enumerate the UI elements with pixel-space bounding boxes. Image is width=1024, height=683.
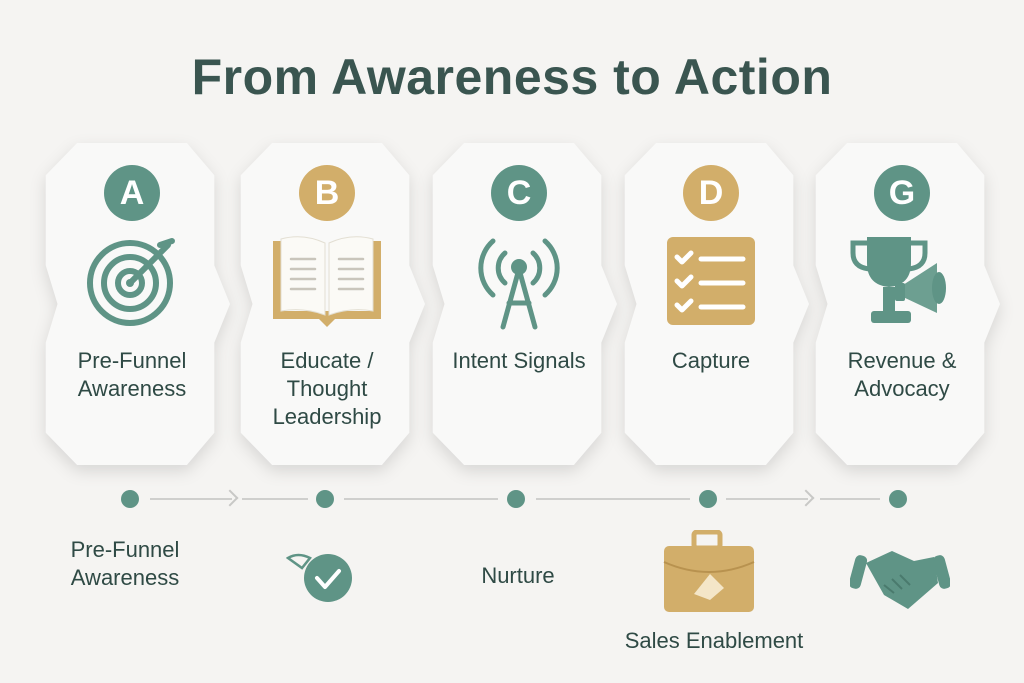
timeline-dot (507, 490, 525, 508)
stage-label: Educate / Thought Leadership (272, 348, 382, 429)
page-title: From Awareness to Action (191, 49, 833, 105)
checkmark-badge-icon (286, 553, 352, 602)
timeline-dot (121, 490, 139, 508)
timeline-connector (820, 498, 880, 500)
stage-label: Pre-Funnel Awareness (77, 348, 187, 401)
timeline-dot (889, 490, 907, 508)
timeline-connector (150, 498, 232, 500)
target-icon (87, 238, 175, 326)
stage-card-d: D Capture (613, 143, 809, 465)
stage-badge: G (874, 165, 930, 221)
timeline-dot (699, 490, 717, 508)
open-book-icon (273, 236, 381, 327)
briefcase-handshake-icon (663, 530, 755, 612)
handshake-icon (850, 551, 950, 609)
timeline-connector (242, 498, 308, 500)
checklist-icon (667, 237, 755, 325)
stage-badge: C (491, 165, 547, 221)
timeline-connector (536, 498, 690, 500)
stage-badge: D (683, 165, 739, 221)
stage-label: Intent Signals (452, 348, 586, 373)
stage-card-a: A Pre-Funnel Awareness (34, 143, 230, 465)
stage-label: Capture (671, 348, 751, 373)
stage-badge: A (104, 165, 160, 221)
timeline-connector (726, 498, 808, 500)
arrow-right-icon (221, 489, 239, 507)
timeline-label: Sales Enablement (624, 628, 804, 653)
stage-card-c: C Intent Signals (421, 143, 617, 465)
trophy-megaphone-icon (850, 237, 946, 323)
timeline-label: Nurture (481, 563, 555, 588)
stage-badge: B (299, 165, 355, 221)
signal-tower-icon (478, 238, 560, 330)
stage-card-b: B Educate / Thought Leadership (229, 143, 425, 465)
timeline-dot (316, 490, 334, 508)
arrow-right-icon (797, 489, 815, 507)
stage-label: Revenue & Advocacy (847, 348, 957, 401)
timeline-connector (344, 498, 498, 500)
timeline-label: Pre-Funnel Awareness (70, 537, 180, 590)
stage-card-g: G Revenue & Advocacy (804, 143, 1000, 465)
